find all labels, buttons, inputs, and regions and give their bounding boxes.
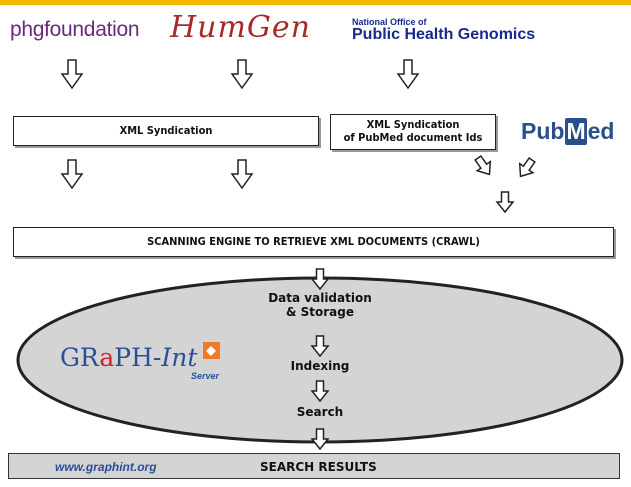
arrow-center-to-engine [231, 159, 253, 189]
search-results-bar [8, 453, 620, 479]
arrow-pubmed-diagonal [513, 154, 540, 182]
phg-foundation-logo: phgfoundation [10, 18, 140, 41]
arrow-phg-down [61, 59, 83, 89]
pubmed-logo: PubMed [521, 118, 615, 145]
search-label: Search [296, 405, 344, 419]
arrow-nophg-down [397, 59, 419, 89]
search-results-label: SEARCH RESULTS [260, 460, 377, 474]
graphint-server-logo: GRaPH-Int Server [60, 343, 220, 381]
indexing-label: Indexing [290, 359, 350, 373]
arrow-pubmed-box-diagonal [470, 152, 497, 180]
humgen-logo: HumGen [170, 10, 311, 45]
nophg-logo-line1: National Office of [352, 17, 427, 27]
arrow-left-to-engine [61, 159, 83, 189]
scanning-engine-box: SCANNING ENGINE TO RETRIEVE XML DOCUMENT… [13, 227, 614, 257]
server-label: Server [191, 371, 220, 381]
xml-syndication-box: XML Syndication [13, 116, 319, 146]
top-accent-bar [0, 0, 631, 5]
graphint-url-link[interactable]: www.graphint.org [55, 460, 157, 474]
nophg-logo: National Office of Public Health Genomic… [352, 17, 535, 44]
arrow-merge-down [496, 191, 514, 213]
nophg-logo-line2: Public Health Genomics [352, 26, 536, 43]
pubmed-syndication-box: XML Syndication of PubMed document Ids [330, 114, 496, 150]
arrow-humgen-down [231, 59, 253, 89]
data-validation-storage-label: Data validation& Storage [268, 291, 372, 320]
